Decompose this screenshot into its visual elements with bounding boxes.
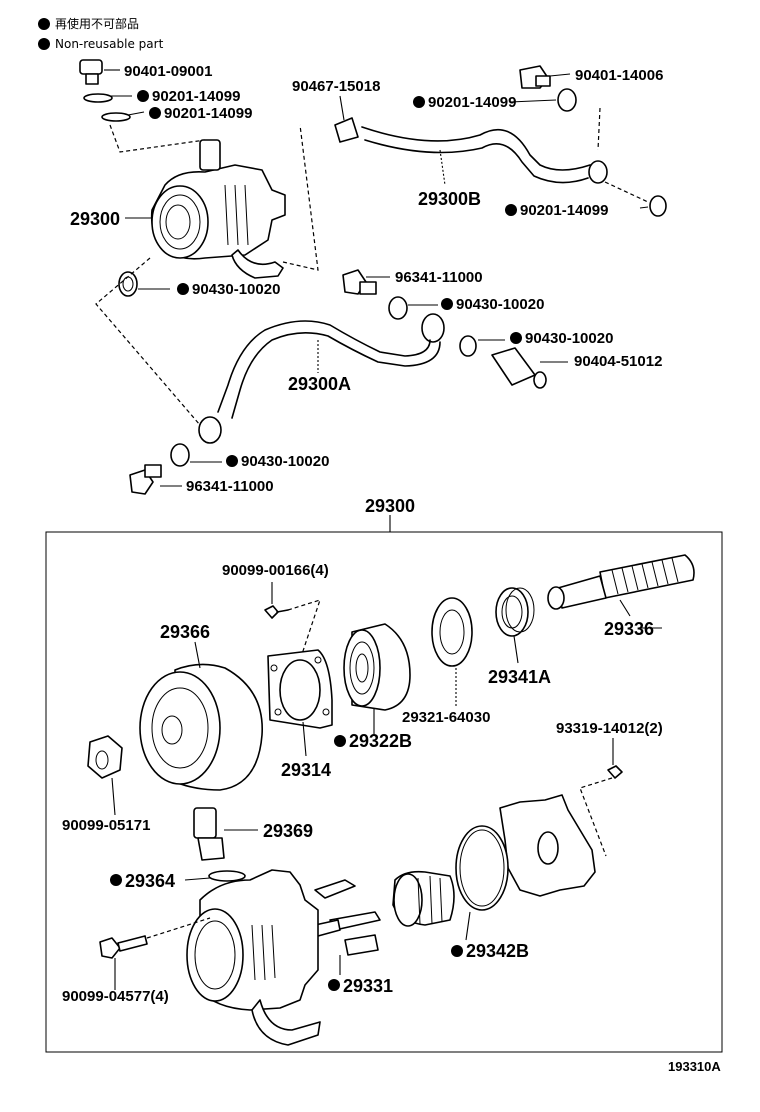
part-label: 90201-14099: [152, 88, 240, 105]
part-label: 29336: [604, 619, 654, 639]
part-label: 29322B: [349, 731, 412, 751]
part-label: 90467-15018: [292, 78, 380, 95]
screw-icon: [264, 605, 289, 619]
nut-icon: [87, 735, 123, 779]
legend-dot-icon: [38, 38, 50, 50]
drive-shaft-icon: [547, 554, 695, 610]
gasket-icon: [649, 195, 667, 217]
top-part-labels: 90401-09001 90201-14099 90201-14099 2930…: [70, 63, 663, 495]
gasket-icon: [118, 271, 138, 297]
gasket-icon: [557, 88, 577, 112]
gasket-icon: [388, 296, 408, 320]
part-label: 90201-14099: [428, 94, 516, 111]
legend-dot-icon: [38, 18, 50, 30]
box-part-labels: 90099-00166(4) 29366 29336 29341A 29321-…: [62, 562, 663, 1005]
non-reusable-dot-icon: [110, 874, 122, 886]
sub-assembly-frame: [45, 531, 723, 1053]
part-label: 29321-64030: [402, 709, 490, 726]
part-label: 93319-14012(2): [556, 720, 663, 737]
pump-housing-icon: [186, 869, 321, 1046]
part-label: 29300: [70, 209, 120, 229]
legend-jp: 再使用不可部品: [55, 16, 139, 31]
union-bolt-icon: [79, 59, 103, 85]
oil-seal-icon: [495, 587, 535, 637]
non-reusable-dot-icon: [510, 332, 522, 344]
gasket-icon: [101, 112, 131, 122]
non-reusable-dot-icon: [177, 283, 189, 295]
non-reusable-dot-icon: [505, 204, 517, 216]
union-plug-icon: [491, 347, 547, 389]
union-bolt-icon: [342, 269, 377, 295]
part-label: 29314: [281, 760, 331, 780]
part-label: 29369: [263, 821, 313, 841]
pulley-icon: [139, 663, 263, 791]
part-label: 96341-11000: [395, 269, 483, 286]
non-reusable-dot-icon: [413, 96, 425, 108]
thrust-washer-icon: [431, 597, 473, 667]
sensor-switch-icon: [193, 807, 225, 861]
oil-pipe-icon: [198, 313, 445, 444]
part-label: 90201-14099: [164, 105, 252, 122]
screw-icon: [607, 765, 623, 779]
part-label: 29366: [160, 622, 210, 642]
part-label: 90430-10020: [192, 281, 280, 298]
bearing-retainer-plate-icon: [267, 649, 333, 729]
non-reusable-dot-icon: [137, 90, 149, 102]
part-label: 90201-14099: [520, 202, 608, 219]
rotor-icon: [392, 870, 455, 927]
non-reusable-dot-icon: [149, 107, 161, 119]
vacuum-pump-icon: [150, 139, 286, 279]
gasket-icon: [170, 443, 190, 467]
part-label: 90401-14006: [575, 67, 663, 84]
part-label: 90430-10020: [456, 296, 544, 313]
part-label: 29341A: [488, 667, 551, 687]
part-label: 96341-11000: [186, 478, 274, 495]
part-label: 29331: [343, 976, 393, 996]
part-label: 90099-05171: [62, 817, 150, 834]
non-reusable-dot-icon: [451, 945, 463, 957]
pump-cover-plate-icon: [499, 794, 596, 897]
union-bolt-icon: [129, 464, 162, 495]
gasket-icon: [83, 93, 113, 103]
bearing-icon: [343, 623, 411, 711]
vacuum-hose-icon: [334, 117, 608, 184]
box-title: 29300: [365, 496, 415, 516]
part-label: 29364: [125, 871, 175, 891]
gasket-icon: [459, 335, 477, 357]
non-reusable-dot-icon: [328, 979, 340, 991]
union-bolt-icon: [519, 65, 551, 89]
legend-en: Non-reusable part: [55, 37, 164, 51]
part-label: 90401-09001: [124, 63, 212, 80]
non-reusable-dot-icon: [334, 735, 346, 747]
o-ring-icon: [455, 825, 509, 911]
part-label: 29300B: [418, 189, 481, 209]
part-label: 90430-10020: [241, 453, 329, 470]
part-label: 29300A: [288, 374, 351, 394]
part-label: 90099-04577(4): [62, 988, 169, 1005]
bolt-icon: [99, 935, 148, 959]
part-label: 90430-10020: [525, 330, 613, 347]
illustration-ref-code: 193310A: [668, 1059, 721, 1074]
part-label: 90099-00166(4): [222, 562, 329, 579]
legend: 再使用不可部品 Non-reusable part: [38, 16, 164, 51]
non-reusable-dot-icon: [226, 455, 238, 467]
o-ring-icon: [208, 870, 246, 882]
part-label: 90404-51012: [574, 353, 662, 370]
vane-set-icon: [314, 879, 381, 956]
non-reusable-dot-icon: [441, 298, 453, 310]
part-label: 29342B: [466, 941, 529, 961]
